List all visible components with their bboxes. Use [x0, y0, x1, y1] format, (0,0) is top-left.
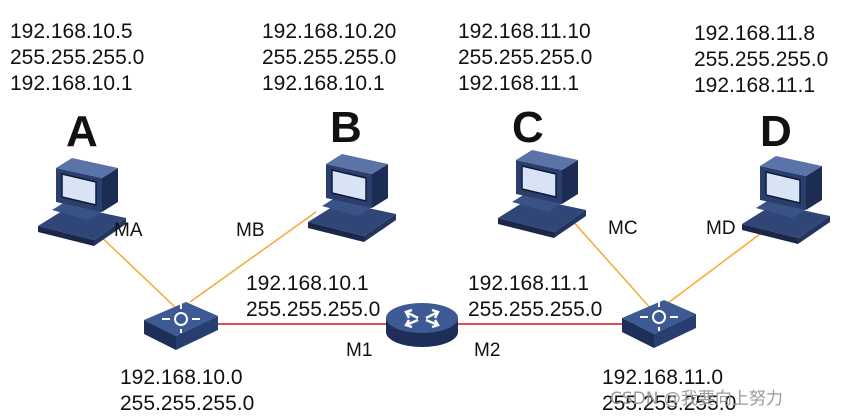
host-b-mac: MB: [236, 220, 265, 241]
watermark: CSDN @我要向上努力: [610, 389, 783, 409]
network-left-mask: 255.255.255.0: [120, 392, 254, 415]
router-port1-mac: M1: [346, 340, 372, 361]
host-c-mask: 255.255.255.0: [458, 46, 592, 69]
host-a-name: A: [66, 107, 98, 156]
host-c-name: C: [512, 103, 544, 152]
network-right-mask: 255.255.255.0: [602, 392, 736, 415]
computer-a-icon: [37, 157, 127, 247]
router-port2-mask: 255.255.255.0: [468, 298, 602, 321]
host-d-mask: 255.255.255.0: [694, 48, 828, 71]
host-c-gateway: 192.168.11.1: [458, 72, 579, 95]
host-b-name: B: [330, 103, 362, 152]
host-a-gateway: 192.168.10.1: [10, 72, 133, 95]
host-d-ip: 192.168.11.8: [694, 22, 815, 45]
host-a-mac: MA: [114, 220, 143, 241]
network-right-address: 192.168.11.0: [602, 366, 723, 389]
link-b-switch: [189, 211, 317, 303]
link-d-switch: [663, 227, 769, 307]
link-a-switch: [95, 231, 177, 309]
host-c-mac: MC: [608, 218, 638, 239]
link-c-switch: [569, 217, 653, 311]
router-port1-ip: 192.168.10.1: [246, 272, 369, 295]
host-d-name: D: [760, 107, 792, 156]
computer-c-icon: [497, 149, 587, 239]
switch-left-icon: [143, 301, 219, 351]
computer-b-icon: [307, 153, 397, 243]
host-b-mask: 255.255.255.0: [262, 46, 396, 69]
switch-right-icon: [621, 299, 697, 349]
router-port2-ip: 192.168.11.1: [468, 272, 589, 295]
router-port2-mac: M2: [474, 340, 500, 361]
host-b-gateway: 192.168.10.1: [262, 72, 385, 95]
host-d-mac: MD: [706, 218, 736, 239]
router-icon: [384, 301, 460, 349]
host-b-ip: 192.168.10.20: [262, 20, 396, 43]
router-port1-mask: 255.255.255.0: [246, 298, 380, 321]
host-a-mask: 255.255.255.0: [10, 46, 144, 69]
host-c-ip: 192.168.11.10: [458, 20, 591, 43]
host-d-gateway: 192.168.11.1: [694, 74, 815, 97]
network-left-address: 192.168.10.0: [120, 366, 243, 389]
computer-d-icon: [741, 155, 831, 245]
host-a-ip: 192.168.10.5: [10, 20, 133, 43]
